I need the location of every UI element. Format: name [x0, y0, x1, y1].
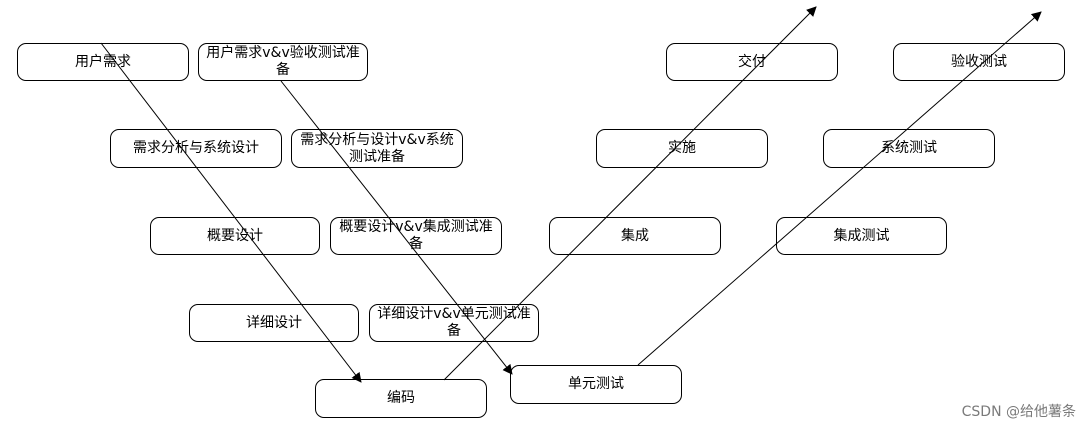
node-integration-test: 集成测试: [776, 217, 947, 255]
node-user-requirement-acceptance-prep: 用户需求v&v验收测试准备: [198, 43, 368, 81]
node-integration: 集成: [549, 217, 721, 255]
node-detail-design-unit-test-prep: 详细设计v&v单元测试准备: [369, 304, 539, 342]
node-outline-design-integration-test-prep: 概要设计v&v集成测试准备: [330, 217, 502, 255]
node-unit-test: 单元测试: [510, 365, 682, 404]
node-implementation: 实施: [596, 129, 768, 168]
watermark: CSDN @给他薯条: [961, 404, 1076, 420]
node-acceptance-test: 验收测试: [893, 43, 1065, 81]
node-requirement-analysis: 需求分析与系统设计: [110, 129, 282, 168]
node-detail-design: 详细设计: [189, 304, 359, 342]
node-requirement-analysis-system-test-prep: 需求分析与设计v&v系统测试准备: [291, 129, 463, 168]
node-system-test: 系统测试: [823, 129, 995, 168]
node-outline-design: 概要设计: [150, 217, 320, 255]
node-delivery: 交付: [666, 43, 838, 81]
node-coding: 编码: [315, 379, 487, 418]
node-user-requirement: 用户需求: [17, 43, 189, 81]
